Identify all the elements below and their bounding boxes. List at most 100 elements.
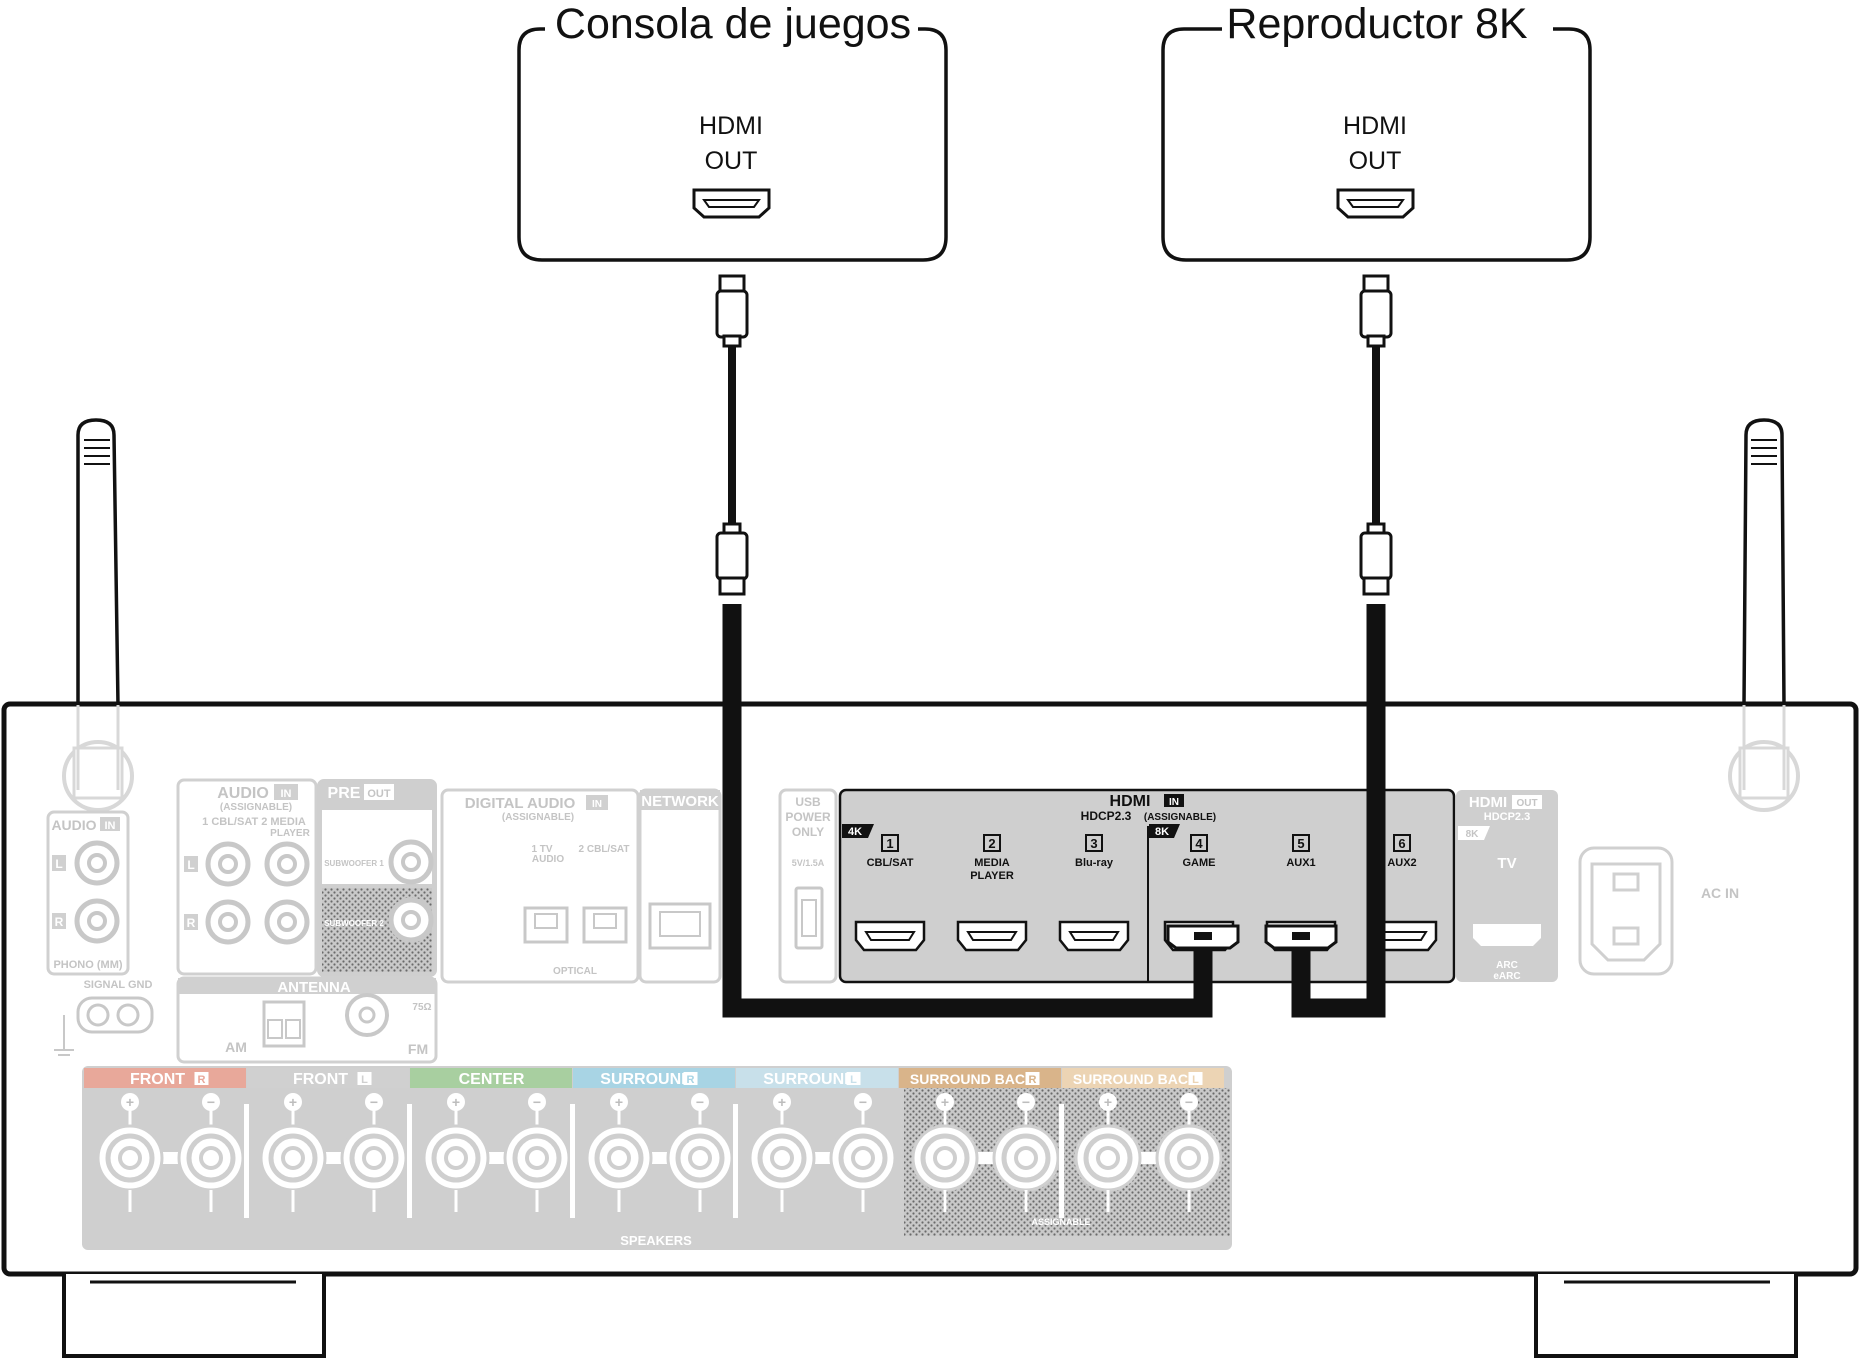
polarity-marker [854, 1093, 872, 1111]
hdmi-in-port-number: 4 [1195, 836, 1203, 851]
hdmi-in-port-name: Blu-ray [1075, 857, 1114, 869]
speaker-divider [570, 1104, 575, 1218]
svg-text:75Ω: 75Ω [412, 1002, 431, 1013]
speaker-side-badge [846, 1072, 861, 1085]
svg-text:IN: IN [592, 799, 602, 810]
speaker-divider [244, 1104, 249, 1218]
polarity-symbol: + [452, 1094, 460, 1110]
svg-text:AUDIO: AUDIO [51, 817, 96, 833]
polarity-symbol: + [941, 1094, 949, 1110]
player-8k-device: Reproductor 8K HDMI OUT [1161, 0, 1592, 262]
antenna-right-icon [1742, 418, 1786, 706]
polarity-symbol: − [370, 1094, 378, 1110]
svg-text:AC IN: AC IN [1701, 885, 1739, 901]
ac-in-socket: AC IN [1578, 846, 1739, 976]
speaker-terminal-group: CENTER+− [410, 1068, 575, 1218]
hdmi-port-icon [854, 920, 926, 952]
usb-power-section: USB POWER ONLY 5V/1.5A [778, 788, 838, 984]
polarity-marker [691, 1093, 709, 1111]
svg-text:NETWORK: NETWORK [641, 793, 719, 810]
svg-text:R: R [187, 916, 196, 930]
antenna-left-icon [76, 418, 120, 706]
polarity-marker [1099, 1093, 1117, 1111]
game-console-port-label-2: OUT [705, 147, 758, 175]
svg-text:HDMI: HDMI [1469, 794, 1507, 811]
svg-text:AM: AM [225, 1039, 247, 1055]
speaker-group-label: CENTER [459, 1071, 525, 1088]
svg-text:IN: IN [281, 788, 292, 800]
speaker-side-badge [357, 1072, 372, 1085]
hdmi-out-section: HDMI OUT HDCP2.3 8K TV ARC eARC [1456, 790, 1558, 982]
hdmi-in-port-name: AUX1 [1286, 857, 1315, 869]
speaker-side-letter: L [850, 1074, 857, 1086]
svg-text:8K: 8K [1155, 826, 1169, 838]
svg-text:SIGNAL GND: SIGNAL GND [84, 979, 153, 991]
svg-text:IN: IN [105, 820, 116, 832]
svg-text:L: L [55, 857, 62, 871]
svg-text:OUT: OUT [1516, 798, 1537, 809]
hdmi-in-title: HDMI [1110, 793, 1151, 810]
svg-text:ONLY: ONLY [792, 825, 824, 839]
speaker-group-label-bar [1062, 1068, 1224, 1088]
speaker-side-badge [1025, 1072, 1040, 1085]
speaker-side-letter: R [198, 1074, 206, 1086]
speaker-side-badge [683, 1072, 698, 1085]
speaker-side-letter: R [1029, 1074, 1037, 1086]
speaker-group-label-bar [410, 1068, 572, 1088]
polarity-marker [121, 1093, 139, 1111]
polarity-marker [773, 1093, 791, 1111]
speaker-side-letter: L [361, 1074, 368, 1086]
polarity-marker [1180, 1093, 1198, 1111]
polarity-marker [365, 1093, 383, 1111]
audio-in-assignable-section: AUDIO IN (ASSIGNABLE) 1 CBL/SAT 2 MEDIA … [176, 778, 318, 976]
speaker-divider [1059, 1104, 1064, 1218]
game-console-port-label: HDMI [699, 112, 763, 140]
speaker-divider [733, 1104, 738, 1218]
speaker-group-label-bar [899, 1068, 1061, 1088]
polarity-symbol: + [126, 1094, 134, 1110]
svg-text:OPTICAL: OPTICAL [553, 966, 597, 977]
polarity-symbol: − [1022, 1094, 1030, 1110]
polarity-symbol: − [207, 1094, 215, 1110]
svg-text:SPEAKERS: SPEAKERS [620, 1233, 692, 1248]
polarity-symbol: − [696, 1094, 704, 1110]
svg-text:PLAYER: PLAYER [270, 828, 310, 839]
speaker-side-letter: R [687, 1074, 695, 1086]
game-console-device: Consola de juegos HDMI OUT [517, 0, 948, 262]
hdmi-in-port-number: 1 [886, 836, 893, 851]
svg-text:4K: 4K [848, 826, 862, 838]
speaker-group-label: SURROUND BACK [910, 1071, 1035, 1087]
hdmi-in-port-name: CBL/SAT [867, 857, 914, 869]
player-8k-port-label-2: OUT [1349, 147, 1402, 175]
hdmi-in-port-number: 2 [988, 836, 995, 851]
svg-text:(ASSIGNABLE): (ASSIGNABLE) [220, 802, 292, 813]
game-console-hdmi-port-icon [692, 188, 771, 219]
digital-audio-in-section: DIGITAL AUDIO IN (ASSIGNABLE) 1 TV AUDIO… [440, 788, 640, 984]
svg-text:OUT: OUT [367, 788, 391, 800]
svg-text:1 CBL/SAT 2 MEDIA: 1 CBL/SAT 2 MEDIA [202, 816, 306, 828]
speaker-group-label: SURROUND BACK [1073, 1071, 1198, 1087]
audio-in-phono-section: AUDIO IN L R PHONO (MM) [46, 810, 130, 976]
svg-text:USB: USB [795, 795, 821, 809]
polarity-symbol: + [289, 1094, 297, 1110]
polarity-marker [936, 1093, 954, 1111]
svg-text:FM: FM [408, 1041, 428, 1057]
antenna-section: ANTENNA AM FM 75Ω [176, 976, 438, 1064]
svg-text:SUBWOOFER 1: SUBWOOFER 1 [324, 859, 384, 868]
speaker-side-badge [1188, 1072, 1203, 1085]
svg-text:HDCP2.3: HDCP2.3 [1484, 811, 1530, 823]
player-8k-title: Reproductor 8K [1226, 0, 1527, 48]
hdmi-in-port-name: AUX2 [1387, 857, 1416, 869]
speaker-divider [407, 1104, 412, 1218]
svg-text:ARC: ARC [1496, 960, 1518, 971]
pre-out-section: PRE OUT SUBWOOFER 1 SUBWOOFER 2 [317, 779, 437, 977]
polarity-marker [528, 1093, 546, 1111]
hdmi-in-port-number: 6 [1398, 836, 1405, 851]
svg-text:L: L [187, 858, 194, 872]
